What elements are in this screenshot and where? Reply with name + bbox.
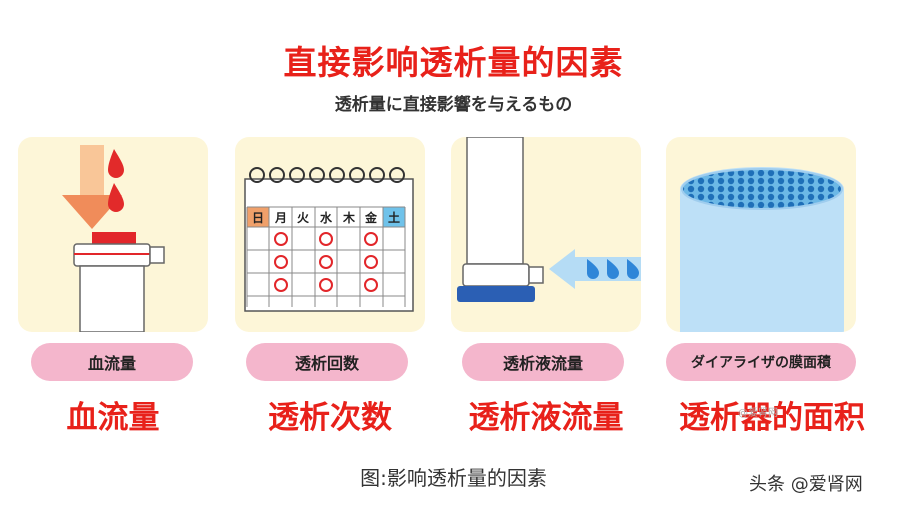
dialysate-flow-cn-label: 透析液流量 bbox=[468, 399, 624, 436]
source-credit: 头条 @爱肾网 bbox=[749, 474, 863, 495]
dialysis-frequency-jp-label: 透析回数 bbox=[246, 343, 408, 381]
membrane-area-cn-label: 透析器的面积 bbox=[679, 399, 865, 436]
blood-flow-illustration bbox=[62, 145, 165, 332]
calendar-day-sat: 土 bbox=[388, 210, 400, 225]
dialysate-flow-illustration bbox=[457, 137, 641, 302]
calendar-day-wed: 水 bbox=[320, 210, 333, 225]
dialysis-day-marks bbox=[274, 232, 378, 292]
calendar-day-mon: 月 bbox=[274, 211, 287, 225]
calendar-day-sun: 日 bbox=[252, 211, 264, 225]
blood-flow-card bbox=[18, 137, 208, 332]
membrane-area-jp-label: ダイアライザの膜面積 bbox=[666, 343, 856, 381]
figure-caption: 图:影响透析量的因素 bbox=[360, 466, 547, 490]
watermark: @爱肾网 bbox=[738, 408, 778, 419]
calendar-day-tue: 火 bbox=[297, 211, 310, 225]
calendar-rings bbox=[249, 167, 405, 183]
dialysis-frequency-card: 日 月 火 水 木 金 土 bbox=[235, 137, 425, 332]
blood-flow-jp-label: 血流量 bbox=[31, 343, 193, 381]
blood-flow-cn-label: 血流量 bbox=[66, 399, 160, 436]
membrane-illustration bbox=[680, 167, 844, 332]
calendar-day-thu: 木 bbox=[342, 210, 356, 225]
page-title: 直接影响透析量的因素 bbox=[283, 43, 624, 82]
membrane-area-card bbox=[666, 137, 856, 332]
dialysate-flow-jp-label: 透析液流量 bbox=[462, 343, 624, 381]
dialysis-frequency-cn-label: 透析次数 bbox=[268, 399, 392, 436]
page-subtitle: 透析量に直接影響を与えるもの bbox=[334, 95, 573, 115]
calendar-day-fri: 金 bbox=[364, 210, 378, 225]
calendar-illustration: 日 月 火 水 木 金 土 bbox=[244, 167, 414, 312]
dialysate-flow-card bbox=[451, 137, 641, 332]
